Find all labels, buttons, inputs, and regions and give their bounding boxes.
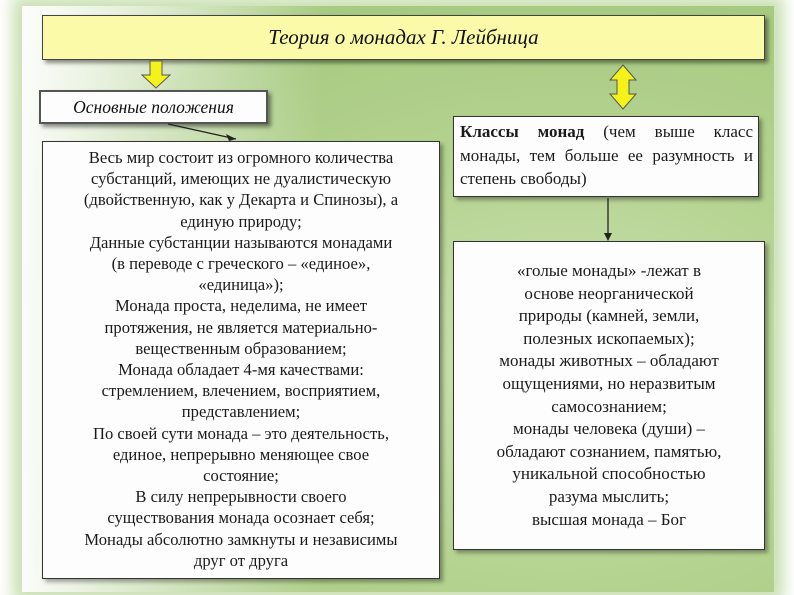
monad-classes-heading: Классы монад <box>460 122 585 141</box>
monad-classes-box: Классы монад (чем выше класс монады, тем… <box>453 116 759 197</box>
main-point-line: вещественным образованием; <box>135 338 347 358</box>
arrowhead-icon <box>226 134 236 141</box>
monad-type-line: уникальной способностью <box>512 464 706 484</box>
double-arrow-icon <box>608 64 638 110</box>
main-point-line: существования монада осознает себя; <box>107 508 375 528</box>
page-title: Теория о монадах Г. Лейбница <box>268 25 539 49</box>
main-point-line: Монада обладает 4-мя качествами: <box>118 360 364 380</box>
monad-type-line: монады животных – обладают <box>499 351 719 371</box>
main-label-box: Основные положения <box>39 90 268 124</box>
main-point-line: Монада проста, неделима, не имеет <box>114 296 367 316</box>
main-point-line: Весь мир состоит из огромного количества <box>88 148 394 167</box>
monad-type-line: полезных ископаемых); <box>523 328 695 348</box>
main-point-line: единую природу; <box>180 211 302 231</box>
monad-type-line: разума мыслить; <box>548 486 670 506</box>
connector-line <box>167 123 237 140</box>
main-point-line: (двойственную, как у Декарта и Спинозы),… <box>83 190 399 210</box>
monad-classes-text: (чем выше класс монады, тем больше ее ра… <box>460 122 754 188</box>
main-point-line: друг от друга <box>193 550 289 570</box>
main-point-line: (в переводе с греческого – «единое», <box>111 254 371 274</box>
monad-type-line: монады человека (души) – <box>513 419 705 439</box>
main-point-line: протяжения, не является материально- <box>104 317 378 337</box>
main-point-line: состояние; <box>203 466 279 486</box>
main-point-line: «единица»); <box>198 275 284 295</box>
main-point-line: По своей сути монада – это деятельность, <box>92 423 389 443</box>
main-point-line: Монады абсолютно замкнуты и независимы <box>84 529 398 549</box>
arrowhead-icon <box>604 233 612 241</box>
main-points-box: Весь мир состоит из огромного количества… <box>42 141 440 579</box>
monad-type-line: природы (камней, земли, <box>518 306 700 326</box>
main-point-line: стремлением, влечением, восприятием, <box>101 381 381 401</box>
monad-types-box: «голые монады» -лежат в основе неорганич… <box>453 241 765 550</box>
monad-type-line: основе неорганической <box>524 283 694 303</box>
main-point-line: представлением; <box>181 402 301 422</box>
main-label: Основные положения <box>73 96 234 117</box>
monad-type-line: высшая монада – Бог <box>531 509 687 529</box>
monad-type-line: ощущениями, но неразвитым <box>502 373 716 393</box>
monad-type-line: «голые монады» -лежат в <box>517 261 701 280</box>
arrow-down-icon <box>140 60 172 89</box>
title-box: Теория о монадах Г. Лейбница <box>42 15 765 60</box>
monad-type-line: обладают сознанием, памятью, <box>496 441 722 461</box>
main-point-line: В силу непрерывности своего <box>135 487 347 507</box>
monad-type-line: самосознанием; <box>551 396 667 416</box>
main-point-line: субстанций, имеющих не дуалистическую <box>90 169 391 189</box>
main-point-line: единое, непрерывно меняющее свое <box>112 444 370 464</box>
main-point-line: Данные субстанции называются монадами <box>89 232 393 252</box>
